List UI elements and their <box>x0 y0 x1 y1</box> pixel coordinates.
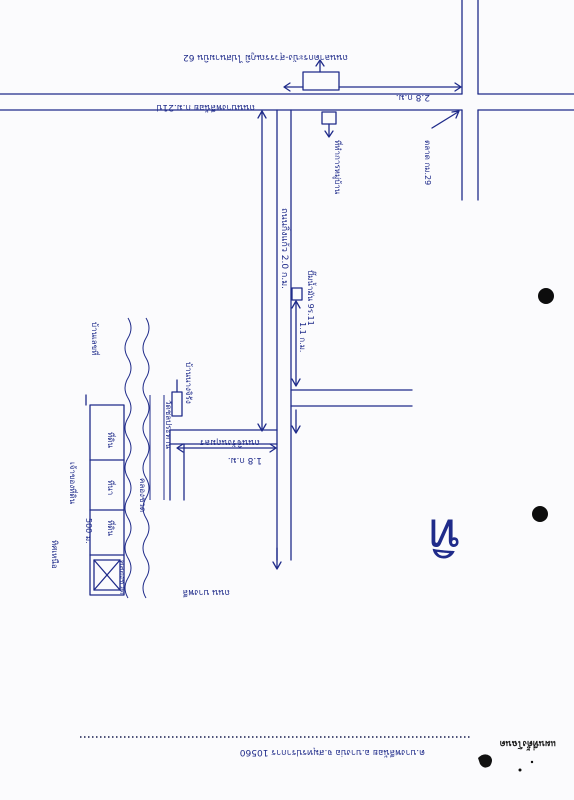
station-arrow <box>431 110 460 129</box>
footer: แผนที่ตั้งโฉนด ต.บางพลีน้อย อ.บางบ่อ จ.ส… <box>80 736 556 772</box>
house-marker <box>171 379 183 417</box>
label-canal: คลองชวด <box>138 478 147 512</box>
label-station-right: ตลาด กม.29 <box>423 140 432 185</box>
label-highway-top: ถนนลาดกระบัง-สุวรรณภูมิ ไปสนามบิน 62 <box>183 52 348 63</box>
label-soi: ถนนจิรังนฤมลร <box>200 437 260 448</box>
label-lot-3: ที่ดิน <box>106 520 117 536</box>
ink-blot <box>478 754 492 768</box>
label-road-down: ถนน บางพลี <box>183 587 230 598</box>
right-vertical-road <box>461 0 479 201</box>
label-house: บ้านนางจิรัง <box>184 362 193 404</box>
label-dist-top: 2.8 ก.ม. <box>396 92 430 102</box>
footer-title: แผนที่ตั้งโฉนด <box>499 738 556 751</box>
label-station-under: ที่ทำการหมู่บ้าน <box>332 140 344 195</box>
label-canal-bottom: คลองชวด <box>118 560 127 594</box>
punch-hole-bottom <box>532 506 548 522</box>
label-side-road-vertical: ถนนกิ่งแก้ว 2.0 ก.ม. <box>279 208 292 289</box>
distance-arrow-mid <box>291 300 301 387</box>
landmark-under-road <box>321 111 337 138</box>
label-main-road: ถนนบางพลีน้อย ก.ม.21ป <box>156 102 255 113</box>
label-dist-small: 500 ม. <box>84 518 93 544</box>
land-plots <box>85 394 125 596</box>
label-gas-station: ปั๊มน้ำมัน 9ร.11 <box>306 270 317 326</box>
canal-lines <box>124 317 165 599</box>
label-lot-1: ที่ดิน <box>106 432 117 448</box>
soi-road-left <box>169 429 278 501</box>
distance-arrow-soi <box>176 443 277 453</box>
label-dist-mid: 1.1 ก.ม. <box>298 322 307 352</box>
gas-station-marker <box>291 287 303 301</box>
footer-address: ต.บางพลีน้อย อ.บางบ่อ จ.สมุทรปราการ 1056… <box>240 747 425 758</box>
signature: ทิ <box>428 508 460 564</box>
label-temple: วัดชลประทาน <box>164 400 173 449</box>
main-road-horizontal <box>0 93 574 111</box>
label-dist-soi: 1.8 ก.ม. <box>228 455 262 465</box>
label-lot-2: ที่นา <box>106 480 117 495</box>
top-landmark <box>283 59 462 92</box>
road-down-arrow <box>272 547 282 570</box>
label-owner: เจ้าของที่ดิน <box>68 462 79 505</box>
punch-hole-top <box>538 288 554 304</box>
distance-arrow-long <box>257 110 267 432</box>
side-road-right <box>290 389 413 434</box>
label-north: ทิศเหนือ <box>50 540 59 569</box>
main-road-vertical <box>276 109 292 561</box>
label-house-lot: บ้านเลขที่ <box>90 322 101 355</box>
